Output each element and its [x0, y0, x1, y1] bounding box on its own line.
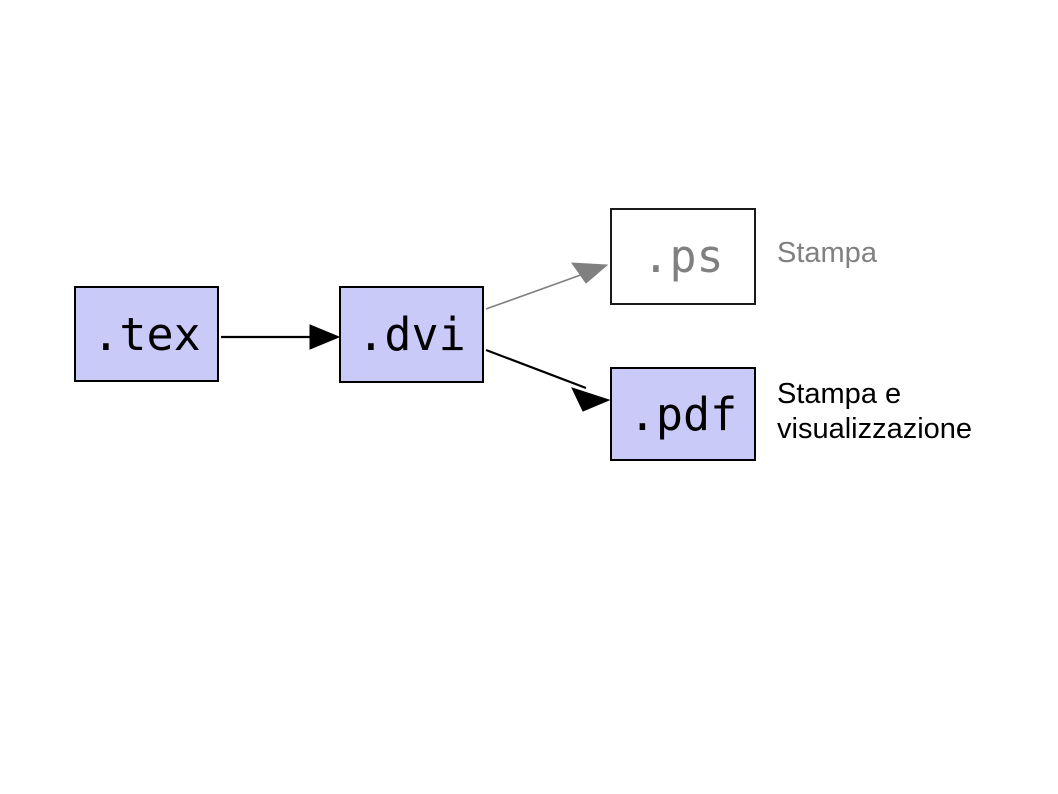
- edge-dvi-to-pdf: [485, 348, 611, 412]
- node-dvi[interactable]: .dvi: [339, 286, 484, 383]
- edge-dvi-to-ps: [485, 262, 609, 310]
- node-ps[interactable]: .ps: [610, 208, 756, 305]
- annotation-stampa: Stampa: [777, 237, 877, 269]
- annotation-stampa-visualizzazione: Stampa e visualizzazione: [777, 378, 973, 446]
- edge-tex-to-dvi: [221, 324, 341, 350]
- node-pdf[interactable]: .pdf: [610, 367, 756, 461]
- node-tex[interactable]: .tex: [74, 286, 219, 382]
